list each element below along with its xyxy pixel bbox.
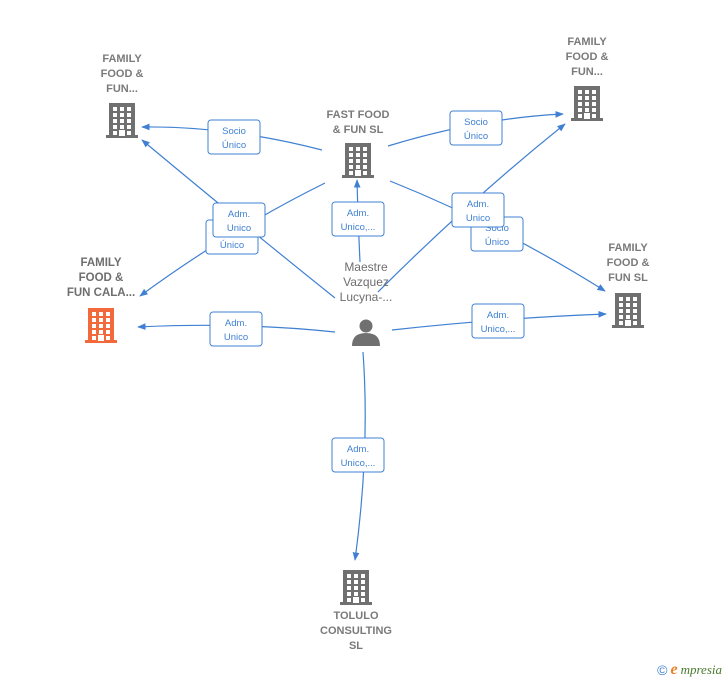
edge-label-box (207, 119, 261, 155)
edge-label-text: Único (464, 131, 488, 142)
node-label-line: FOOD & (79, 272, 124, 284)
edge-label-text: Unico,... (481, 324, 516, 335)
node-label-line: FAMILY (102, 53, 142, 65)
edge-label-text: Unico (227, 223, 251, 234)
edge-label-text: Adm. (228, 209, 250, 220)
node-label-line: SL (349, 640, 363, 652)
building-icon (342, 143, 374, 178)
edge-label[interactable]: Adm. Unico (209, 311, 263, 347)
edge-label-box (209, 311, 263, 347)
edge-label-text: Socio (222, 126, 246, 137)
edge-label-text: Socio (485, 223, 509, 234)
edge-label-box (331, 201, 385, 237)
node-label-line: Vazquez (343, 275, 389, 289)
edge-label-text: Único (485, 237, 509, 248)
person-icon (352, 319, 380, 346)
edge-label-text: Único (220, 240, 244, 251)
node-label-line: & FUN SL (333, 124, 384, 136)
edge-label-text: Adm. (467, 199, 489, 210)
edge-label-text: Unico (224, 332, 248, 343)
building-icon (340, 570, 372, 605)
edge-label[interactable]: Adm. Unico (451, 192, 505, 228)
node-ff-right[interactable]: FAMILY FOOD & FUN SL (607, 242, 650, 328)
building-icon (106, 103, 138, 138)
edge-label-text: Unico (466, 213, 490, 224)
node-label-line: FAST FOOD (327, 109, 390, 121)
edge-label-text: Unico,... (341, 458, 376, 469)
node-label-line: FUN... (106, 83, 138, 95)
node-label-line: FOOD & (566, 51, 609, 63)
node-label-line: Lucyna-... (340, 290, 393, 304)
brand-initial: e (670, 661, 678, 678)
node-label-line: TOLULO (333, 610, 378, 622)
edge-labels-layer: SocioÚnicoSocioÚnicoSocioÚnicoSocioÚnico… (205, 110, 525, 473)
nodes-layer: FAMILY FOOD & FUN... FAMILY FOOD & FUN... FAST… (67, 36, 650, 652)
edge-label-text: Adm. (487, 310, 509, 321)
node-fast-food[interactable]: FAST FOOD & FUN SL (327, 109, 390, 178)
edge-label-text: Adm. (347, 444, 369, 455)
building-icon (85, 308, 117, 343)
node-label-line: FAMILY (80, 257, 121, 269)
node-ff-cala[interactable]: FAMILY FOOD & FUN CALA... (67, 257, 135, 343)
node-label-line: FOOD & (607, 257, 650, 269)
edge-label-box (212, 202, 266, 238)
node-label-line: CONSULTING (320, 625, 392, 637)
node-label-line: FAMILY (567, 36, 607, 48)
edge-label[interactable]: Adm. Unico (212, 202, 266, 238)
edge-label-text: Adm. (347, 208, 369, 219)
node-person[interactable]: MaestreVazquezLucyna-... (340, 260, 393, 346)
node-label-line: FUN SL (608, 272, 648, 284)
edge-label[interactable]: Adm. Unico,... (331, 201, 385, 237)
edge-label-box (449, 110, 503, 146)
edge-label-text: Único (222, 140, 246, 151)
node-ff-top-left[interactable]: FAMILY FOOD & FUN... (101, 53, 144, 138)
edge-label-text: Adm. (225, 318, 247, 329)
node-ff-top-right[interactable]: FAMILY FOOD & FUN... (566, 36, 609, 121)
node-label-line: FUN CALA... (67, 287, 135, 299)
edge-label[interactable]: Adm. Unico,... (331, 437, 385, 473)
building-icon (612, 293, 644, 328)
node-label-line: FOOD & (101, 68, 144, 80)
edge-label-text: Socio (464, 117, 488, 128)
edge-label-box (331, 437, 385, 473)
node-tolulo[interactable]: TOLULO CONSULTING SL (320, 570, 392, 652)
edge-label[interactable]: Adm. Unico,... (471, 303, 525, 339)
edge-label-text: Unico,... (341, 222, 376, 233)
building-icon (571, 86, 603, 121)
node-label-line: FUN... (571, 66, 603, 78)
node-label-line: Maestre (344, 260, 388, 274)
brand-name: mpresia (680, 662, 722, 677)
edge-label-box (471, 303, 525, 339)
copyright-symbol: © (657, 662, 668, 678)
edge-label-box (451, 192, 505, 228)
node-label-line: FAMILY (608, 242, 648, 254)
